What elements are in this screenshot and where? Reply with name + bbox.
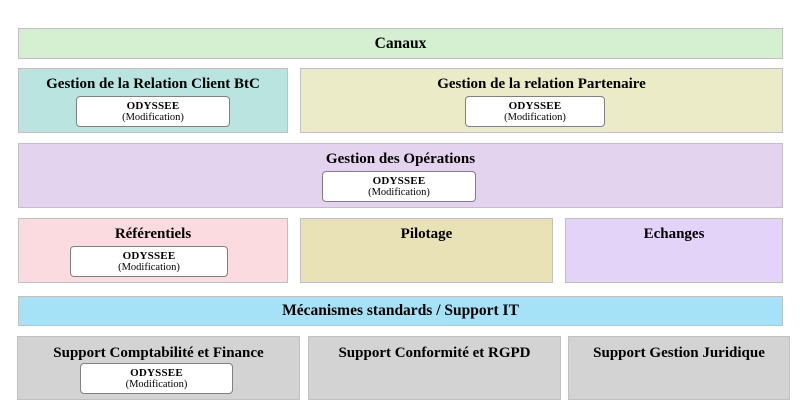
odyssee-state: (Modification) (368, 187, 430, 198)
block-support-comptabilite-finance[interactable]: Support Comptabilité et Finance (17, 336, 300, 400)
block-canaux[interactable]: Canaux (18, 28, 783, 59)
odyssee-name: ODYSSEE (122, 250, 176, 262)
block-support-comptabilite-finance-label: Support Comptabilité et Finance (53, 345, 264, 361)
odyssee-card-referentiels[interactable]: ODYSSEE (Modification) (70, 246, 228, 277)
block-mecanismes-standards-label: Mécanismes standards / Support IT (282, 302, 519, 320)
odyssee-name: ODYSSEE (126, 100, 180, 112)
odyssee-card-relation-client-btc[interactable]: ODYSSEE (Modification) (76, 96, 230, 127)
odyssee-state: (Modification) (118, 262, 180, 273)
block-echanges-label: Echanges (643, 226, 705, 242)
block-support-conformite-rgpd[interactable]: Support Conformité et RGPD (308, 336, 561, 400)
block-pilotage-label: Pilotage (400, 226, 453, 242)
block-support-conformite-rgpd-label: Support Conformité et RGPD (338, 345, 531, 361)
block-pilotage[interactable]: Pilotage (300, 218, 553, 283)
odyssee-name: ODYSSEE (508, 100, 562, 112)
odyssee-card-relation-partenaire[interactable]: ODYSSEE (Modification) (465, 96, 605, 127)
block-mecanismes-standards[interactable]: Mécanismes standards / Support IT (18, 296, 783, 326)
odyssee-state: (Modification) (504, 112, 566, 123)
block-relation-client-btc-label: Gestion de la Relation Client BtC (46, 76, 260, 92)
block-support-gestion-juridique[interactable]: Support Gestion Juridique (568, 336, 790, 400)
block-support-gestion-juridique-label: Support Gestion Juridique (593, 345, 765, 361)
odyssee-state: (Modification) (125, 379, 188, 390)
odyssee-card-gestion-operations[interactable]: ODYSSEE (Modification) (322, 171, 476, 202)
block-echanges[interactable]: Echanges (565, 218, 783, 283)
odyssee-name: ODYSSEE (372, 175, 426, 187)
block-canaux-label: Canaux (374, 34, 427, 52)
odyssee-state: (Modification) (122, 112, 184, 123)
odyssee-name: ODYSSEE (130, 367, 183, 379)
odyssee-card-support-comptabilite-finance[interactable]: ODYSSEE (Modification) (80, 363, 233, 394)
block-gestion-operations-label: Gestion des Opérations (325, 151, 476, 167)
block-referentiels-label: Référentiels (114, 226, 192, 242)
block-relation-partenaire-label: Gestion de la relation Partenaire (437, 76, 646, 92)
